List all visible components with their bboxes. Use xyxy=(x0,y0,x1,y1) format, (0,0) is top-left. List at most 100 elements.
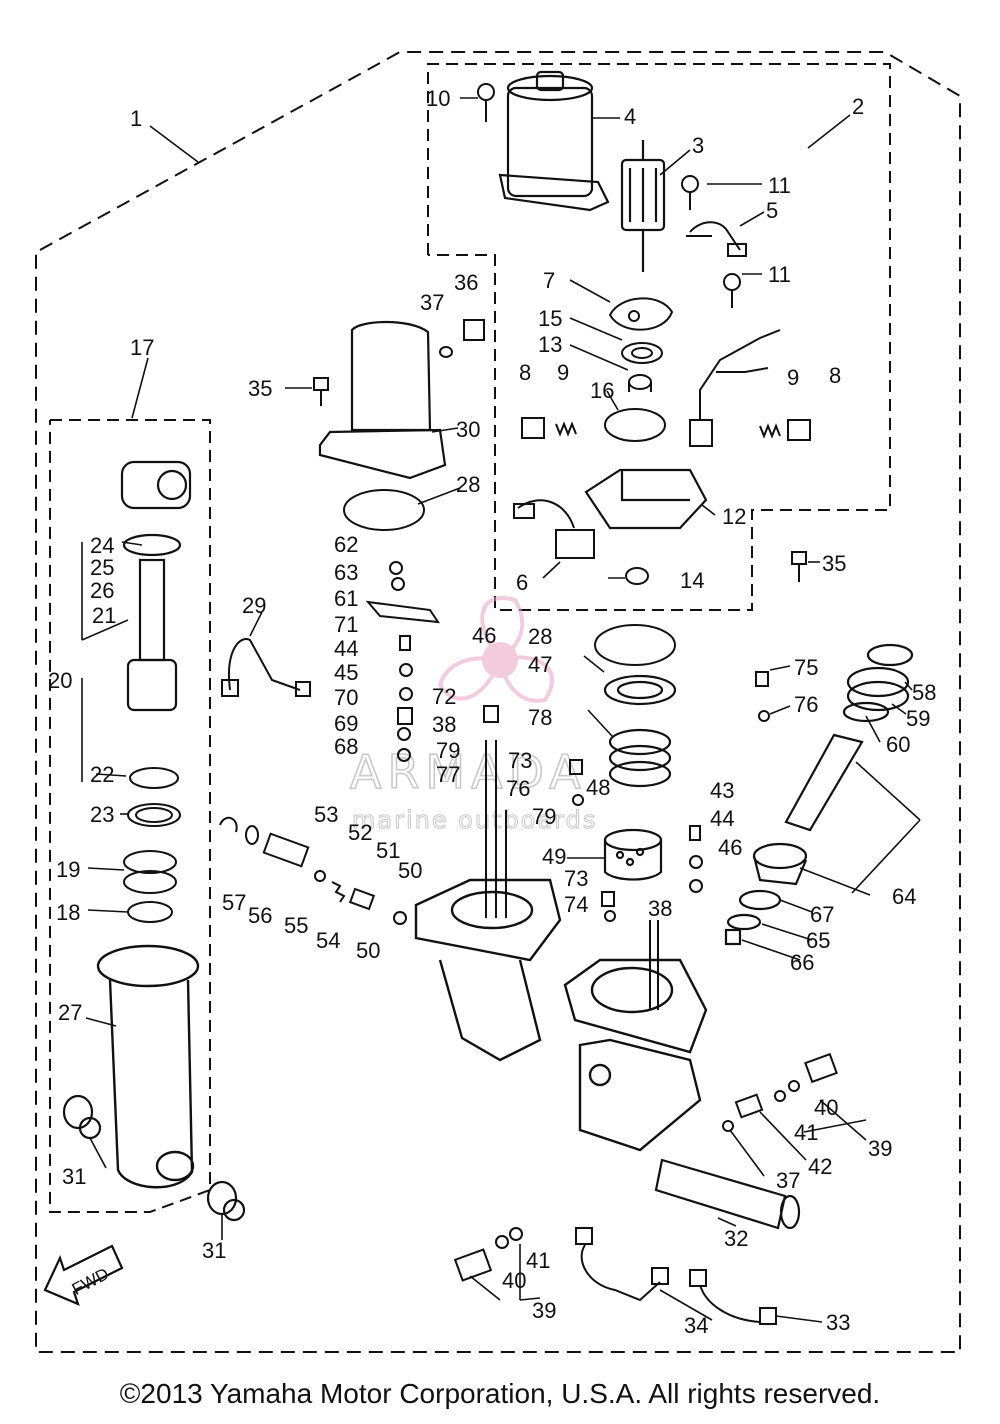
callout: 44 xyxy=(710,806,734,831)
callout: 56 xyxy=(248,903,272,928)
callout: 33 xyxy=(826,1310,850,1335)
reservoir-30 xyxy=(318,320,447,480)
pump-base-12 xyxy=(584,468,708,530)
callout: 62 xyxy=(334,532,358,557)
callout: 50 xyxy=(356,938,380,963)
cap-58-59-60 xyxy=(842,643,914,723)
callout: 50 xyxy=(398,858,422,883)
callout: 55 xyxy=(284,913,308,938)
filter-78 xyxy=(608,728,672,788)
callout: 40 xyxy=(502,1268,526,1293)
callout: 39 xyxy=(532,1298,556,1323)
seals-18-19-22-23 xyxy=(123,767,181,923)
callout: 6 xyxy=(516,570,528,595)
callout: 31 xyxy=(202,1238,226,1263)
callout: 53 xyxy=(314,802,338,827)
callout: 41 xyxy=(794,1120,818,1145)
springs-9-blocks-8 xyxy=(521,417,811,441)
callout: 10 xyxy=(426,86,450,111)
fwd-arrow-icon xyxy=(43,1244,124,1306)
callout: 25 xyxy=(90,555,114,580)
callout: 22 xyxy=(90,762,114,787)
o-ring-28-upper xyxy=(343,489,425,531)
callout: 28 xyxy=(528,624,552,649)
callout: 34 xyxy=(684,1313,708,1338)
propeller-icon xyxy=(437,596,554,703)
callout: 79 xyxy=(436,738,460,763)
callout: 11 xyxy=(768,262,791,287)
watermark-tagline: marine outboards xyxy=(352,806,597,834)
callout: 42 xyxy=(808,1154,832,1179)
callout: 20 xyxy=(48,668,72,693)
brush-plate-7 xyxy=(608,297,674,331)
callout: 26 xyxy=(90,578,114,603)
valve-parts-61-72 xyxy=(365,561,499,762)
callout: 11 xyxy=(768,173,791,198)
parts-43-46-right xyxy=(689,825,703,893)
bolt-35-right xyxy=(791,551,807,582)
callout: 40 xyxy=(814,1095,838,1120)
copyright-notice: ©2013 Yamaha Motor Corporation, U.S.A. A… xyxy=(119,1378,881,1409)
callout: 66 xyxy=(790,950,814,975)
seal-15-13 xyxy=(621,342,663,392)
callout: 52 xyxy=(348,820,372,845)
callout: 60 xyxy=(886,732,910,757)
callout: 28 xyxy=(456,472,480,497)
callout: 76 xyxy=(794,692,818,717)
fwd-label: FWD xyxy=(69,1264,112,1299)
manual-valve-50-57 xyxy=(219,816,407,925)
callout: 57 xyxy=(222,890,246,915)
callout: 49 xyxy=(542,844,566,869)
callout: 77 xyxy=(436,762,460,787)
callout: 9 xyxy=(557,360,569,385)
brush-holder-5 xyxy=(686,221,747,257)
callout: 71 xyxy=(334,612,358,637)
callout: 35 xyxy=(248,376,272,401)
watermark-brand: ARMADA xyxy=(350,745,587,799)
callout: 78 xyxy=(528,705,552,730)
callout: 37 xyxy=(776,1168,800,1193)
callout: 7 xyxy=(543,268,555,293)
seal-14 xyxy=(625,567,649,585)
callout: 30 xyxy=(456,417,480,442)
callout: 8 xyxy=(519,360,531,385)
leader-lines xyxy=(81,97,921,1323)
armature xyxy=(620,140,666,272)
callout: 32 xyxy=(724,1226,748,1251)
callout: 15 xyxy=(538,306,562,331)
callout: 24 xyxy=(90,533,114,558)
assembly-boundary-2 xyxy=(427,63,891,611)
tilt-rod-assembly-20 xyxy=(120,460,192,712)
callout: 51 xyxy=(376,838,400,863)
bolt-10 xyxy=(477,83,495,122)
callout: 63 xyxy=(334,560,358,585)
callout: 65 xyxy=(806,928,830,953)
callout: 54 xyxy=(316,928,340,953)
callout: 2 xyxy=(852,94,864,119)
callout: 75 xyxy=(794,655,818,680)
bolt-35-left xyxy=(313,377,329,406)
motor-housing xyxy=(498,70,610,212)
rod-64 xyxy=(784,733,864,832)
callout: 13 xyxy=(538,332,562,357)
valve-body-49 xyxy=(603,828,663,881)
callout: 8 xyxy=(829,363,841,388)
callout: 38 xyxy=(648,896,672,921)
tilt-cylinder-27 xyxy=(96,944,200,1189)
fwd-arrow-group: FWD xyxy=(43,1244,124,1306)
callout: 27 xyxy=(58,1000,82,1025)
callout: 16 xyxy=(590,378,614,403)
callout: 79 xyxy=(532,804,556,829)
callout: 37 xyxy=(420,290,444,315)
main-bracket xyxy=(414,878,708,1152)
callout: 12 xyxy=(722,504,746,529)
assembly-boundary-17 xyxy=(49,419,211,1213)
shafts-31-32 xyxy=(62,1094,801,1230)
callout: 70 xyxy=(334,685,358,710)
callout: 1 xyxy=(130,106,142,131)
lead-wire xyxy=(689,329,781,447)
callout: 67 xyxy=(810,902,834,927)
callout: 73 xyxy=(508,748,532,773)
callout: 43 xyxy=(710,778,734,803)
callout: 21 xyxy=(92,603,116,628)
